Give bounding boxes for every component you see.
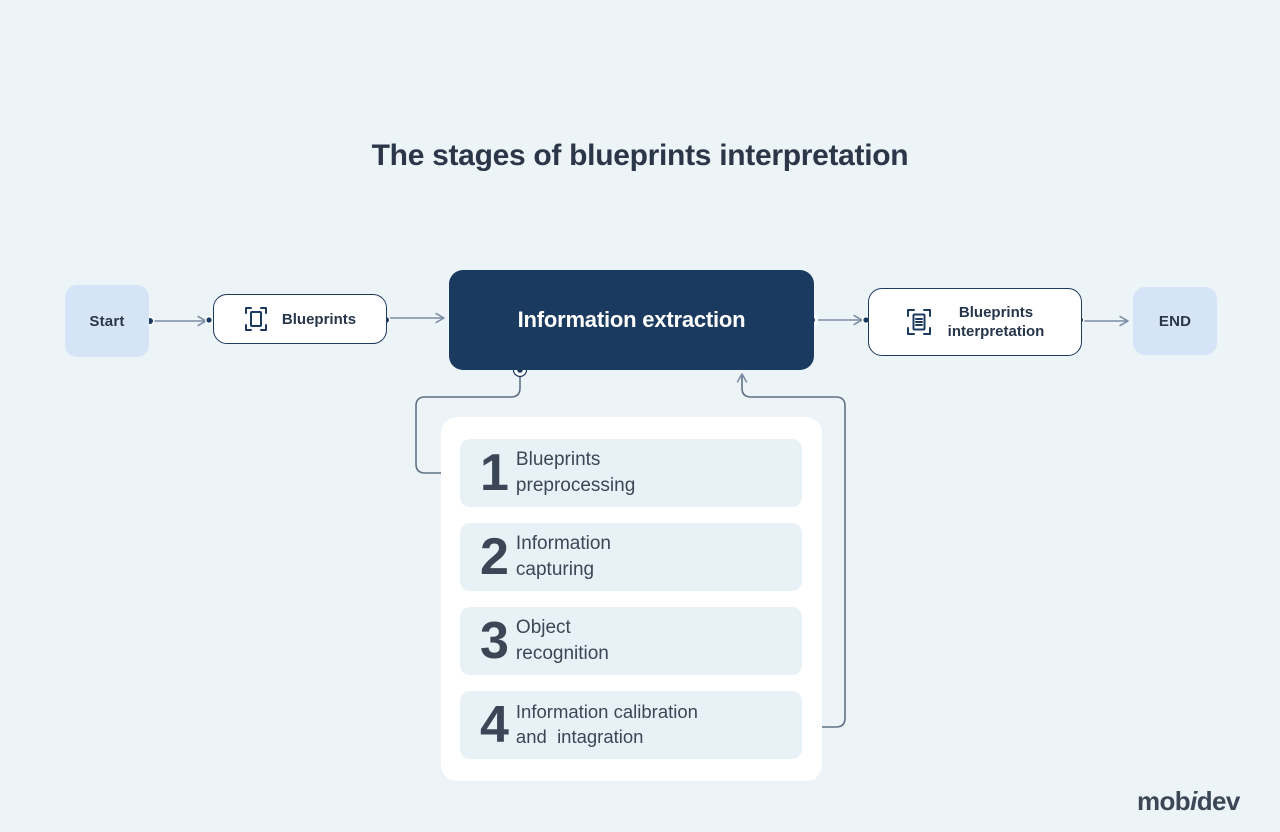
card-interpretation-line1: Blueprints (958, 303, 1034, 321)
card-blueprints-label: Blueprints (281, 310, 357, 328)
step-card-4[interactable]: 4 Information calibration and intagration (460, 691, 802, 759)
card-blueprints-interpretation[interactable]: Blueprints interpretation (868, 288, 1082, 356)
step-2-number: 2 (480, 528, 509, 586)
process-information-extraction[interactable]: Information extraction (449, 270, 814, 370)
scan-frame-icon (244, 307, 267, 331)
mobidev-logo: mobidev (1137, 786, 1240, 817)
logo-part2: dev (1196, 786, 1241, 816)
step-2-line2: capturing (515, 559, 595, 580)
terminal-start-label: Start (89, 312, 125, 330)
card-blueprints[interactable]: Blueprints (213, 294, 387, 344)
terminal-start[interactable]: Start (65, 285, 149, 357)
step-1-label: Blueprints preprocessing (516, 447, 635, 498)
logo-part1: mob (1137, 786, 1191, 816)
card-interpretation-line2: interpretation (947, 323, 1045, 340)
step-4-line1: Information calibration (515, 701, 698, 723)
node-dot-blueprints-left (205, 316, 213, 324)
terminal-end-label: END (1158, 312, 1192, 330)
step-3-line1: Object (515, 617, 571, 639)
node-dot-blueprints-left-core (206, 317, 212, 323)
document-scan-icon (906, 309, 931, 335)
step-card-3[interactable]: 3 Object recognition (460, 607, 802, 675)
terminal-end[interactable]: END (1133, 287, 1217, 355)
step-4-label: Information calibration and intagration (516, 700, 698, 750)
logo-italic-i: i (1190, 786, 1197, 816)
process-label: Information extraction (517, 307, 746, 332)
step-1-number: 1 (480, 444, 509, 502)
step-1-line2: preprocessing (515, 475, 636, 496)
card-interpretation-label: Blueprints interpretation (948, 303, 1045, 341)
step-4-line2: and intagration (515, 726, 644, 747)
step-3-label: Object recognition (516, 615, 609, 666)
step-card-2[interactable]: 2 Information capturing (460, 523, 802, 591)
step-3-line2: recognition (515, 643, 609, 664)
step-4-number: 4 (480, 696, 509, 754)
step-3-number: 3 (480, 612, 509, 670)
step-2-line1: Information (515, 533, 611, 555)
step-2-label: Information capturing (516, 531, 611, 582)
step-card-1[interactable]: 1 Blueprints preprocessing (460, 439, 802, 507)
step-1-line1: Blueprints (515, 449, 601, 471)
page-title: The stages of blueprints interpretation (371, 139, 909, 172)
